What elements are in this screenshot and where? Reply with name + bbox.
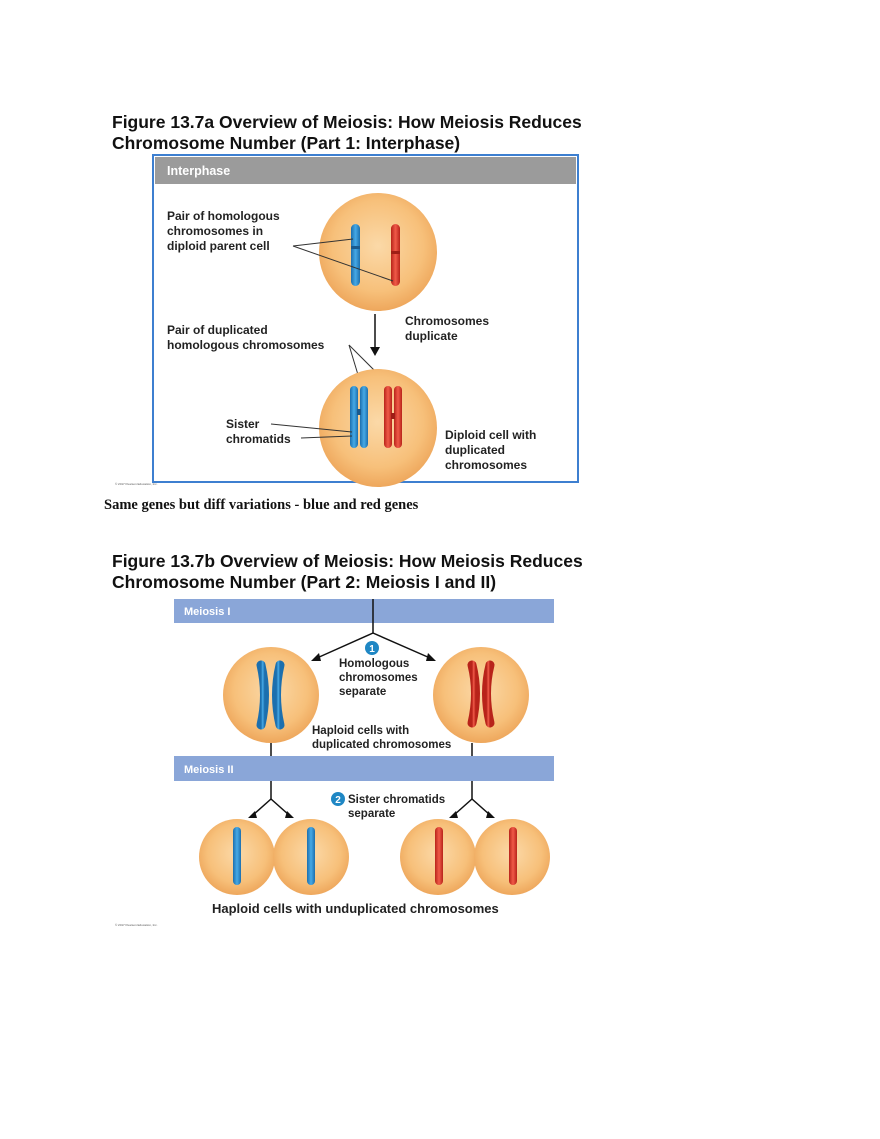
meiosis1-bar — [174, 599, 554, 623]
blue-chromatid-2 — [360, 386, 368, 448]
label-diploid-3: chromosomes — [445, 458, 527, 472]
haploid-dup-label-2: duplicated chromosomes — [312, 739, 451, 751]
caption-note: Same genes but diff variations - blue an… — [104, 497, 419, 513]
meiosis1-label: Meiosis I — [184, 606, 230, 618]
figure-b-copyright: © 2017 Pearson Education, Inc. — [115, 923, 158, 927]
figure-a-title-line2: Chromosome Number (Part 1: Interphase) — [112, 133, 461, 153]
meiosis2-bar — [174, 756, 554, 781]
step1-number: 1 — [369, 644, 375, 655]
meiosis2-label: Meiosis II — [184, 764, 234, 776]
step1-label-1: Homologous — [339, 658, 409, 670]
interphase-bar — [155, 157, 576, 184]
haploid-dup-label-1: Haploid cells with — [312, 725, 409, 737]
label-pair-homologous-1: Pair of homologous — [167, 209, 280, 223]
label-sister-1: Sister — [226, 417, 260, 431]
label-diploid-1: Diploid cell with — [445, 428, 536, 442]
haploid-cell-red — [433, 647, 529, 743]
step1-badge — [365, 641, 379, 655]
figure-13-7b: Figure 13.7b Overview of Meiosis: How Me… — [105, 545, 600, 928]
figure-b-title-line1: Figure 13.7b Overview of Meiosis: How Me… — [112, 551, 583, 571]
blue-chromatid-1 — [350, 386, 358, 448]
step1-label-3: separate — [339, 686, 386, 698]
blue-chromatid-b — [307, 827, 315, 885]
haploid-cell-blue — [223, 647, 319, 743]
figure-a-title: Figure 13.7a Overview of Meiosis: How Me… — [112, 112, 582, 154]
red-chromatid-2 — [394, 386, 402, 448]
figure-a-title-line1: Figure 13.7a Overview of Meiosis: How Me… — [112, 112, 582, 132]
blue-chromatid-a — [233, 827, 241, 885]
red-chromosome — [391, 224, 400, 286]
step1-label-2: chromosomes — [339, 672, 418, 684]
step2-label-1: Sister chromatids — [348, 794, 445, 806]
red-x-chromosome — [467, 660, 495, 728]
blue-x-chromosome — [256, 660, 285, 730]
figure-b-title-line2: Chromosome Number (Part 2: Meiosis I and… — [112, 572, 497, 592]
label-sister-2: chromatids — [226, 432, 291, 446]
interphase-diagram: Interphase Pair of homologous chromosome… — [115, 154, 579, 487]
label-pair-duplicated-2: homologous chromosomes — [167, 338, 325, 352]
step2-number: 2 — [335, 795, 341, 806]
label-pair-homologous-3: diploid parent cell — [167, 239, 270, 253]
label-chromosomes-duplicate-2: duplicate — [405, 329, 458, 343]
label-chromosomes-duplicate-1: Chromosomes — [405, 314, 489, 328]
haploid-undup-label: Haploid cells with unduplicated chromoso… — [212, 901, 499, 916]
figure-a-copyright: © 2017 Pearson Education, Inc. — [115, 482, 158, 486]
red-chromatid-a — [435, 827, 443, 885]
step2-label-2: separate — [348, 808, 395, 820]
red-chromatid-1 — [384, 386, 392, 448]
figure-b-title: Figure 13.7b Overview of Meiosis: How Me… — [112, 551, 583, 593]
blue-chromosome — [351, 224, 360, 286]
figure-13-7a: Figure 13.7a Overview of Meiosis: How Me… — [105, 106, 600, 487]
label-diploid-2: duplicated — [445, 443, 505, 457]
meiosis-diagram: Meiosis I 1 Homologous chromosomes separ… — [115, 599, 554, 927]
label-pair-homologous-2: chromosomes in — [167, 224, 263, 238]
step2-badge — [331, 792, 345, 806]
red-chromatid-b — [509, 827, 517, 885]
label-pair-duplicated-1: Pair of duplicated — [167, 323, 268, 337]
diploid-parent-cell — [319, 193, 437, 311]
diploid-cell-duplicated — [319, 369, 437, 487]
interphase-bar-label: Interphase — [167, 164, 230, 178]
